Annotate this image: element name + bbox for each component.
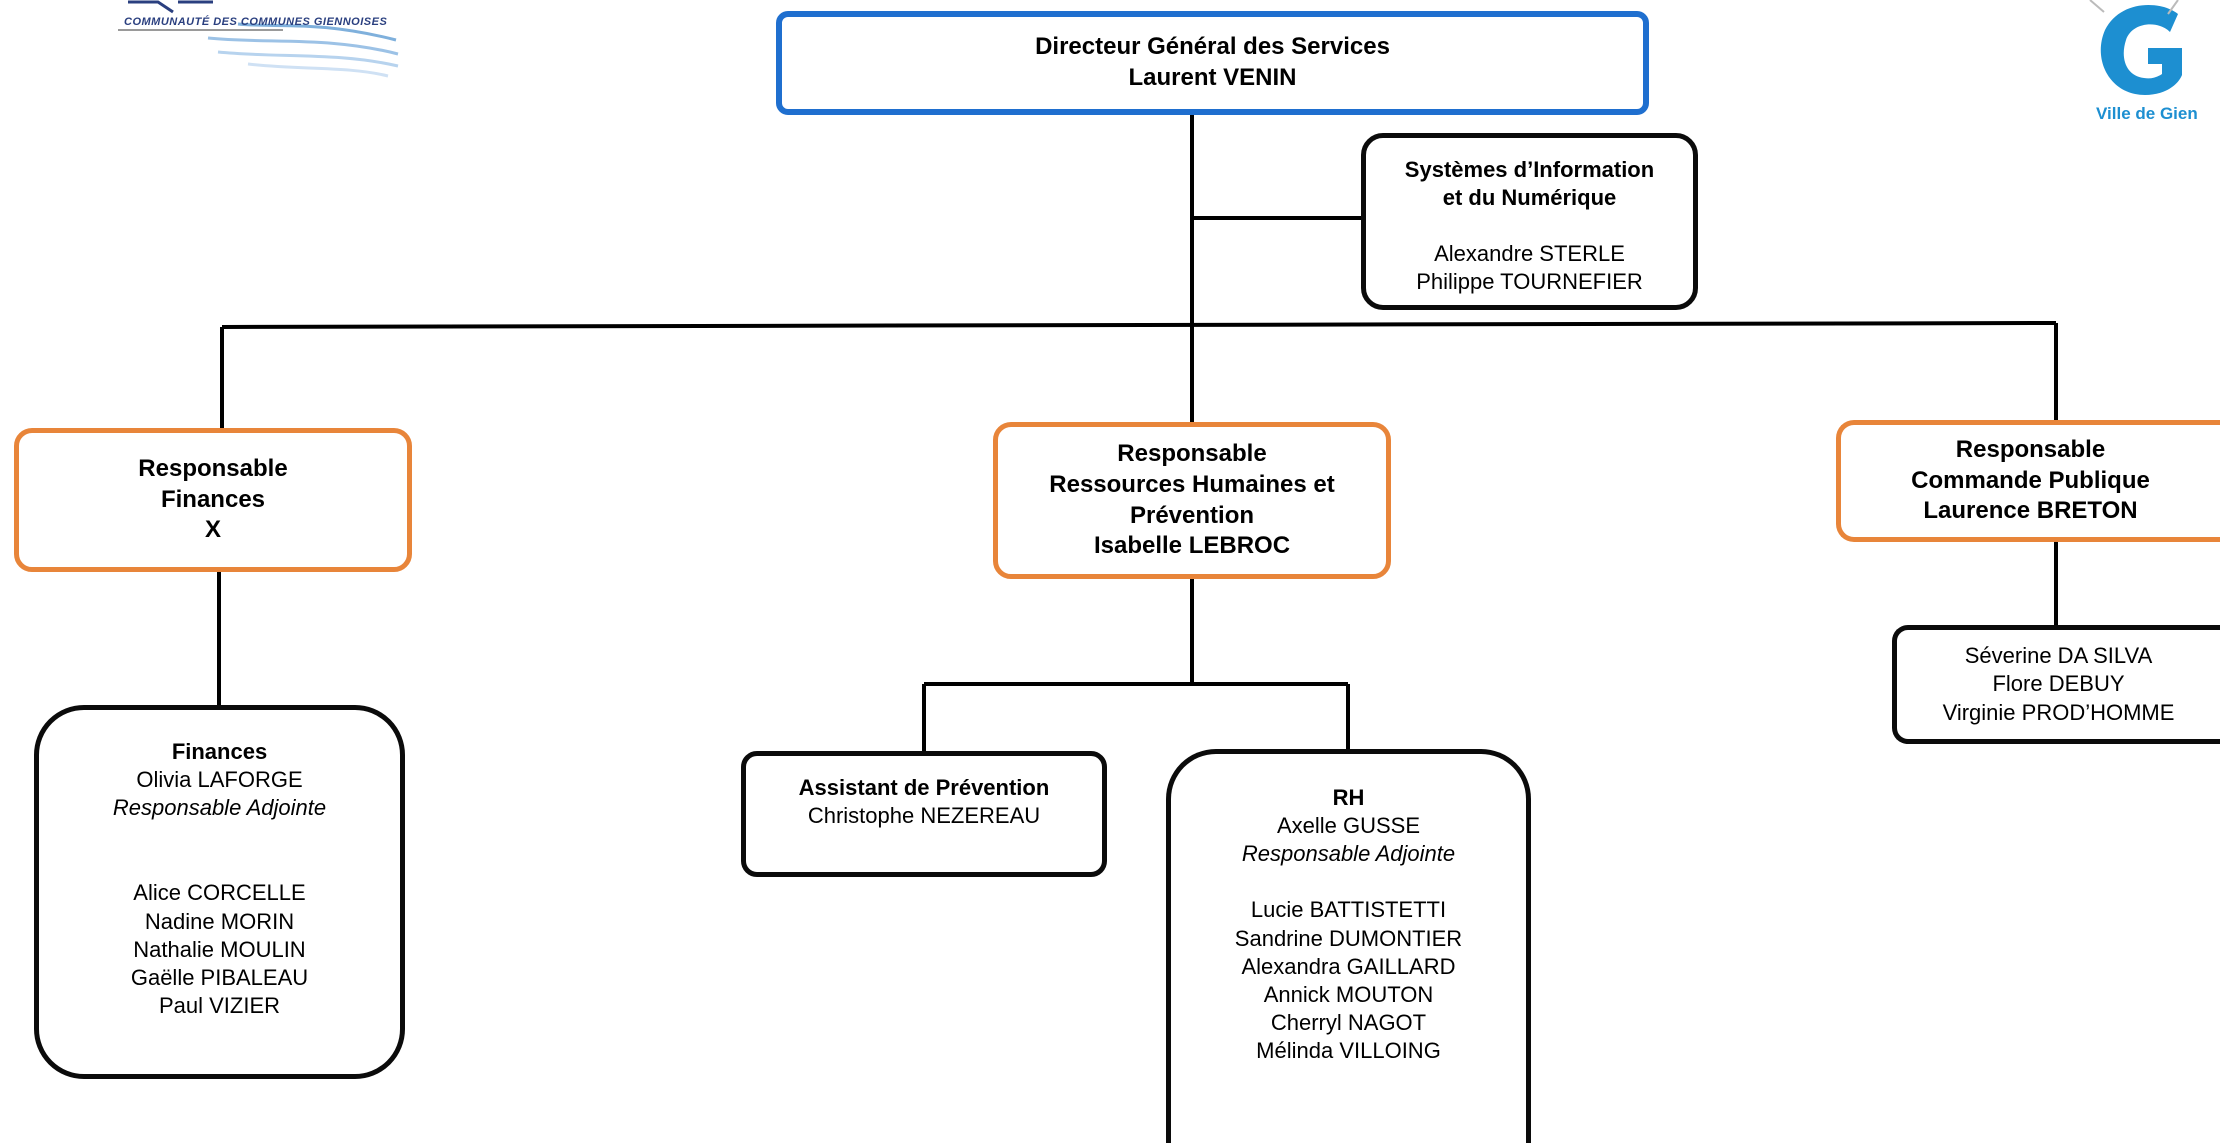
si-box: Systèmes d’Information et du Numérique A… <box>1361 133 1698 310</box>
rh-member: Mélinda VILLOING <box>1256 1038 1441 1064</box>
dgs-title: Directeur Général des Services <box>1035 33 1390 61</box>
cp-team-box: Séverine DA SILVA Flore DEBUY Virginie P… <box>1892 625 2220 744</box>
rh-member: Annick MOUTON <box>1263 981 1434 1007</box>
prevention-box: Assistant de Prévention Christophe NEZER… <box>741 751 1107 877</box>
rh-member: Cherryl NAGOT <box>1270 1010 1427 1036</box>
cp-member: Flore DEBUY <box>1992 671 2125 697</box>
cp-member: Virginie PROD’HOMME <box>1942 699 2175 725</box>
finances-team-title: Finances <box>171 739 268 764</box>
cp-head-line1: Responsable <box>1955 435 2106 463</box>
cp-head-line3: Laurence BRETON <box>1923 497 2138 525</box>
finances-head-line3: X <box>204 516 221 544</box>
rh-team-title: RH <box>1332 785 1365 810</box>
cp-member: Séverine DA SILVA <box>1964 643 2153 669</box>
rh-member: Lucie BATTISTETTI <box>1250 897 1447 923</box>
ville-de-gien-logo <box>2060 0 2220 122</box>
cdc-giennoises-logo <box>118 0 403 80</box>
ville-de-gien-text: Ville de Gien <box>2096 104 2198 123</box>
finances-member: Nathalie MOULIN <box>133 936 306 962</box>
rh-deputy-role: Responsable Adjointe <box>1241 841 1456 867</box>
finances-member: Paul VIZIER <box>158 993 281 1019</box>
prevention-name: Christophe NEZEREAU <box>807 803 1041 829</box>
rh-head-line4: Isabelle LEBROC <box>1093 532 1291 560</box>
rh-team-box: RH Axelle GUSSE Responsable Adjointe Luc… <box>1166 749 1531 1143</box>
finances-member: Alice CORCELLE <box>133 880 306 906</box>
finances-deputy: Olivia LAFORGE <box>136 767 303 793</box>
finances-team-box: Finances Olivia LAFORGE Responsable Adjo… <box>34 705 405 1079</box>
rh-deputy: Axelle GUSSE <box>1276 813 1421 839</box>
finances-head-box: Responsable Finances X <box>14 428 412 572</box>
rh-head-line3: Prévention <box>1129 501 1255 529</box>
cp-head-line2: Commande Publique <box>1911 466 2150 494</box>
finances-head-line2: Finances <box>160 485 266 513</box>
prevention-title: Assistant de Prévention <box>798 775 1050 800</box>
cp-head-box: Responsable Commande Publique Laurence B… <box>1836 420 2220 542</box>
finances-deputy-role: Responsable Adjointe <box>112 795 327 821</box>
si-title-line1: Systèmes d’Information <box>1404 157 1655 182</box>
finances-head-line1: Responsable <box>138 454 288 482</box>
rh-head-box: Responsable Ressources Humaines et Préve… <box>993 422 1391 579</box>
rh-head-line2: Ressources Humaines et <box>1049 470 1335 498</box>
finances-member: Gaëlle PIBALEAU <box>130 964 309 990</box>
finances-member: Nadine MORIN <box>144 908 295 934</box>
rh-member: Sandrine DUMONTIER <box>1234 925 1463 951</box>
si-title-line2: et du Numérique <box>1442 185 1617 211</box>
cdc-logo-text: COMMUNAUTÉ DES COMMUNES GIENNOISES <box>124 16 388 28</box>
si-member: Philippe TOURNEFIER <box>1416 269 1643 295</box>
rh-head-line1: Responsable <box>1117 440 1267 468</box>
dgs-box: Directeur Général des Services Laurent V… <box>776 11 1649 115</box>
rh-member: Alexandra GAILLARD <box>1241 953 1456 979</box>
si-member: Alexandre STERLE <box>1434 241 1625 267</box>
dgs-name: Laurent VENIN <box>1128 64 1297 91</box>
